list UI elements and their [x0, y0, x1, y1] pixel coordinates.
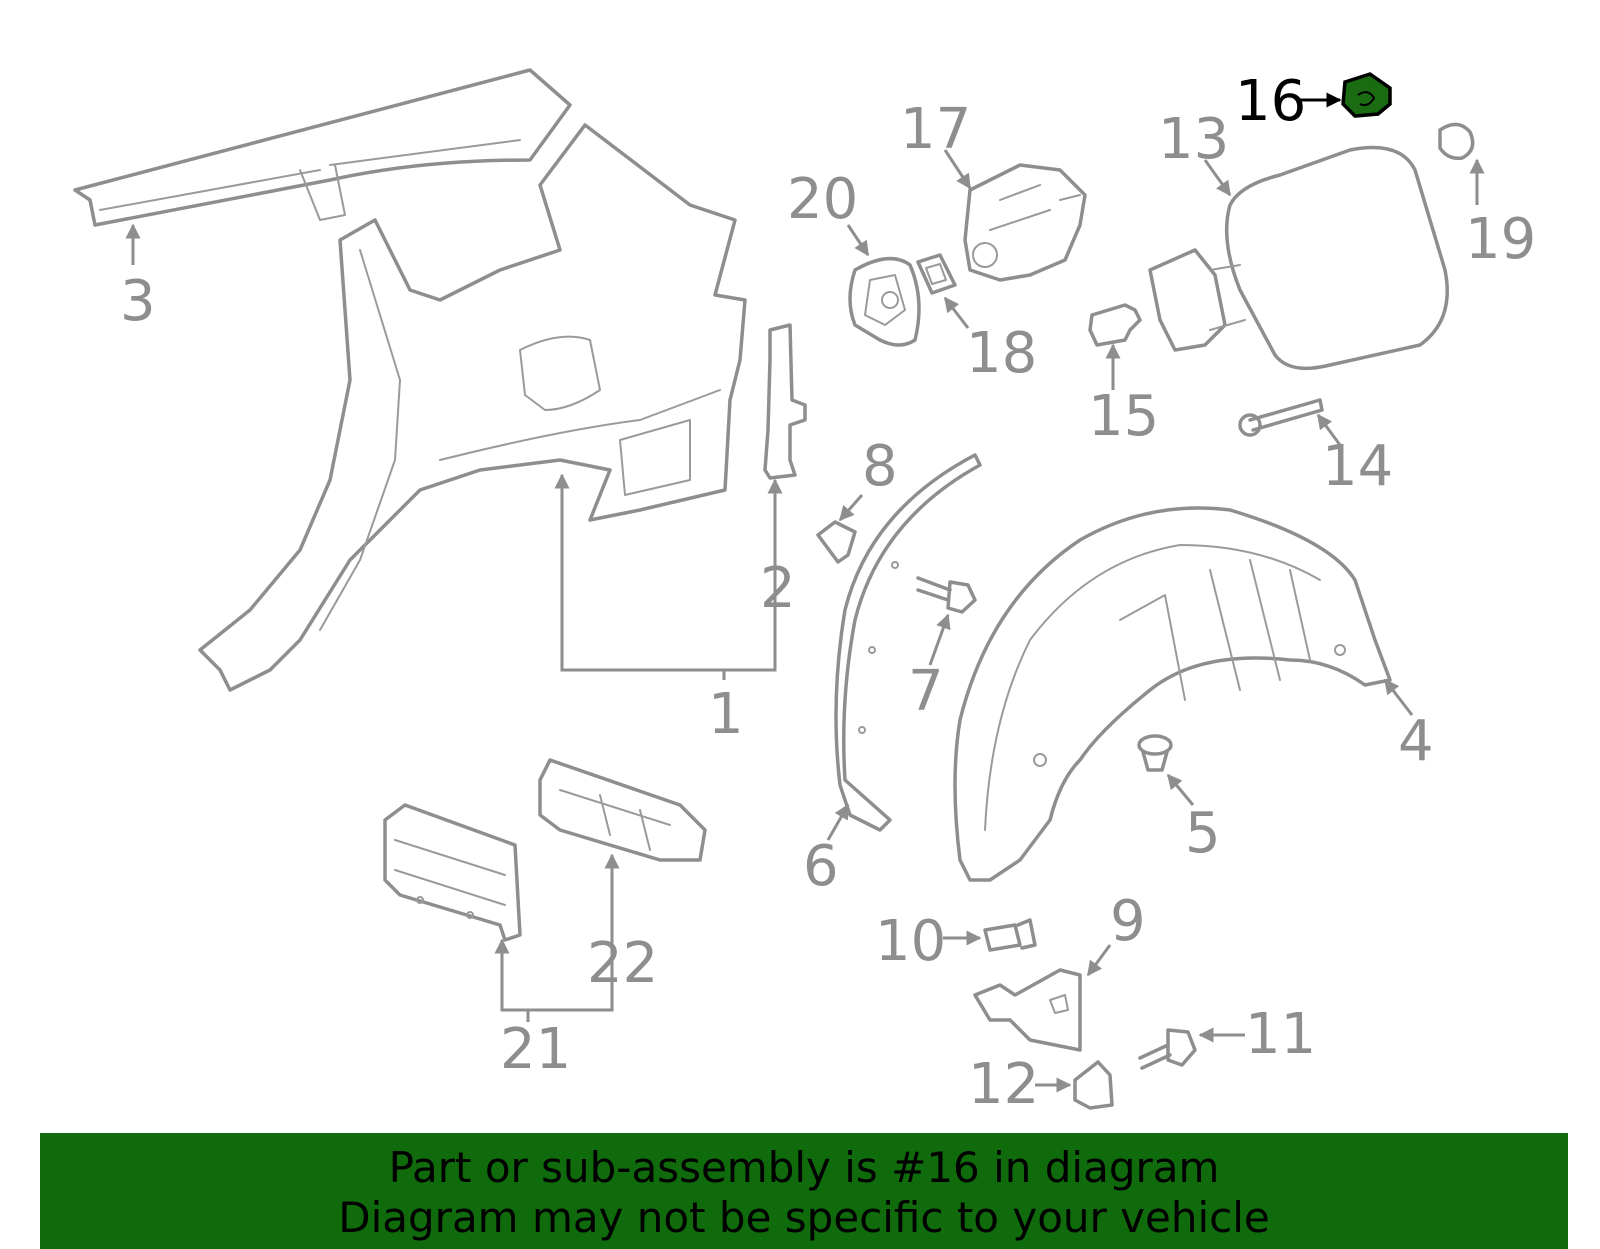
part-5-clip — [1137, 734, 1173, 772]
part-9-bracket — [973, 968, 1082, 1052]
callout-16: 16 — [1235, 69, 1306, 134]
leader-1 — [554, 473, 783, 672]
callout-18: 18 — [966, 321, 1037, 386]
part-17-actuator — [963, 163, 1087, 282]
part-4-wheel-liner — [953, 506, 1392, 882]
banner-line-2: Diagram may not be specific to your vehi… — [338, 1193, 1270, 1242]
part-21-storage-box — [383, 803, 522, 942]
callout-14: 14 — [1322, 434, 1393, 499]
part-11-screw — [1138, 1028, 1197, 1070]
part-13-fuel-door — [1148, 145, 1449, 371]
callout-1: 1 — [708, 682, 744, 747]
callout-21: 21 — [500, 1017, 571, 1082]
callout-9: 9 — [1110, 889, 1146, 954]
callout-3: 3 — [120, 269, 156, 334]
callout-7: 7 — [908, 659, 944, 724]
banner-line-1: Part or sub-assembly is #16 in diagram — [388, 1143, 1220, 1192]
part-10-bolt — [983, 918, 1037, 952]
callout-6: 6 — [803, 834, 839, 899]
callout-20: 20 — [787, 167, 858, 232]
part-8-clip — [816, 520, 857, 564]
part-20-filler-housing — [848, 256, 921, 347]
callout-12: 12 — [968, 1052, 1039, 1117]
part-1-quarter-panel — [198, 123, 747, 692]
part-14-pin — [1238, 398, 1324, 437]
part-19-clip — [1438, 122, 1475, 161]
callout-15: 15 — [1088, 384, 1159, 449]
callout-10: 10 — [875, 909, 946, 974]
callout-11: 11 — [1245, 1002, 1316, 1067]
callout-17: 17 — [900, 97, 971, 162]
callout-13: 13 — [1158, 107, 1229, 172]
part-22-tray — [538, 758, 707, 862]
part-3-roof-rail — [73, 68, 572, 227]
callout-22: 22 — [587, 931, 658, 996]
notice-banner: Part or sub-assembly is #16 in diagram D… — [40, 1133, 1568, 1249]
callout-19: 19 — [1465, 207, 1536, 272]
callout-4: 4 — [1398, 709, 1434, 774]
callout-5: 5 — [1185, 801, 1221, 866]
part-6-arch-molding — [834, 453, 982, 832]
part-18-clip — [916, 253, 957, 295]
part-7-screw — [916, 576, 977, 614]
part-15-bumper — [1088, 303, 1142, 347]
callout-8: 8 — [862, 434, 898, 499]
leader-21 — [494, 853, 620, 1012]
part-2-bracket — [763, 323, 807, 480]
callout-2: 2 — [760, 556, 796, 621]
part-16-highlighted — [1341, 72, 1392, 118]
part-12-nut — [1073, 1060, 1114, 1110]
